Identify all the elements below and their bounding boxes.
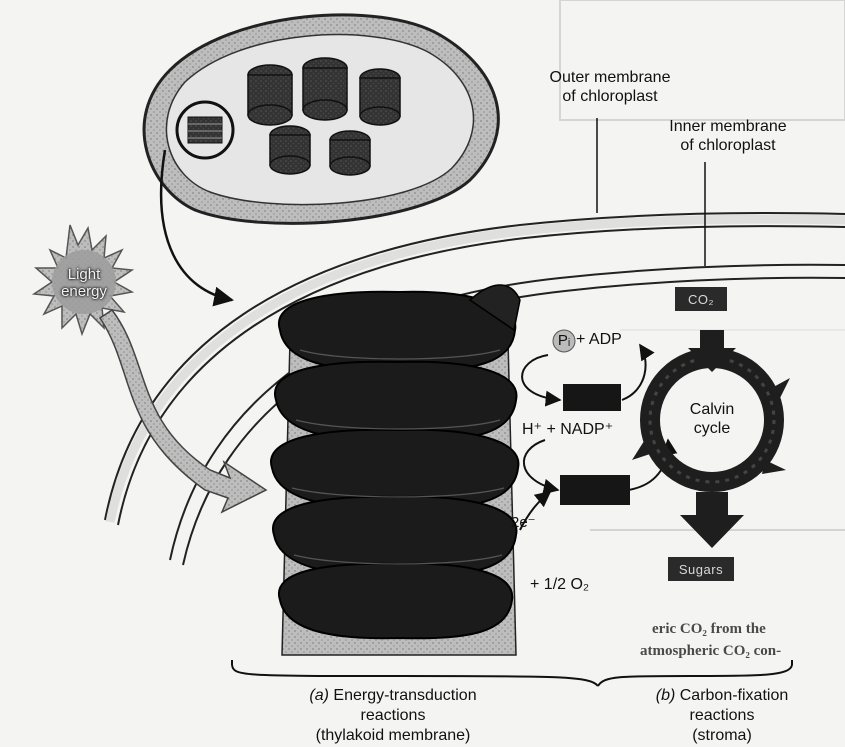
calvin-cycle-label-line2: cycle xyxy=(672,419,752,438)
background-text-line1: eric CO₂ from the xyxy=(652,620,766,638)
caption-a-line2: reactions xyxy=(268,706,518,726)
pi-adp-label: + ADP xyxy=(576,330,640,349)
atp-box xyxy=(563,384,621,411)
caption-b-line2: reactions xyxy=(622,706,822,726)
inner-membrane-label-line1: Inner membrane xyxy=(653,117,803,136)
h-o2-label: + 1/2 O₂ xyxy=(530,575,630,594)
inner-membrane-label: Inner membrane of chloroplast xyxy=(653,117,803,155)
calvin-cycle-label: Calvin cycle xyxy=(672,400,752,438)
caption-b-line1: Carbon-fixation xyxy=(680,687,789,704)
nadph-box xyxy=(560,475,630,505)
light-energy-label-line1: Light xyxy=(52,266,116,283)
inner-membrane-label-line2: of chloroplast xyxy=(653,136,803,155)
caption-b-line3: (stroma) xyxy=(622,726,822,746)
sugars-box-label: Sugars xyxy=(668,561,734,578)
caption-energy-transduction: (a) Energy-transduction reactions (thyla… xyxy=(268,686,518,746)
co2-box-label: CO₂ xyxy=(675,291,727,308)
outer-membrane-label-line2: of chloroplast xyxy=(540,87,680,106)
light-energy-label: Light energy xyxy=(52,266,116,300)
caption-b-letter: (b) xyxy=(656,687,676,704)
caption-a-line3: (thylakoid membrane) xyxy=(268,726,518,746)
caption-carbon-fixation: (b) Carbon-fixation reactions (stroma) xyxy=(622,686,822,746)
caption-a-line1: Energy-transduction xyxy=(333,687,476,704)
outer-membrane-label: Outer membrane of chloroplast xyxy=(540,68,680,106)
light-energy-label-line2: energy xyxy=(52,283,116,300)
calvin-cycle-label-line1: Calvin xyxy=(672,400,752,419)
caption-braces xyxy=(232,660,792,686)
background-text-line2: atmospheric CO₂ con- xyxy=(640,642,781,660)
outer-membrane-label-line1: Outer membrane xyxy=(540,68,680,87)
two-e-label: 2e⁻ xyxy=(511,514,547,532)
calvin-cycle xyxy=(632,330,790,548)
h-nadp-label: H⁺ + NADP⁺ xyxy=(522,420,642,439)
caption-a-letter: (a) xyxy=(309,687,329,704)
pi-symbol: Pᵢ xyxy=(553,332,575,350)
chloroplast xyxy=(144,15,498,300)
thylakoid-stack xyxy=(271,285,520,655)
